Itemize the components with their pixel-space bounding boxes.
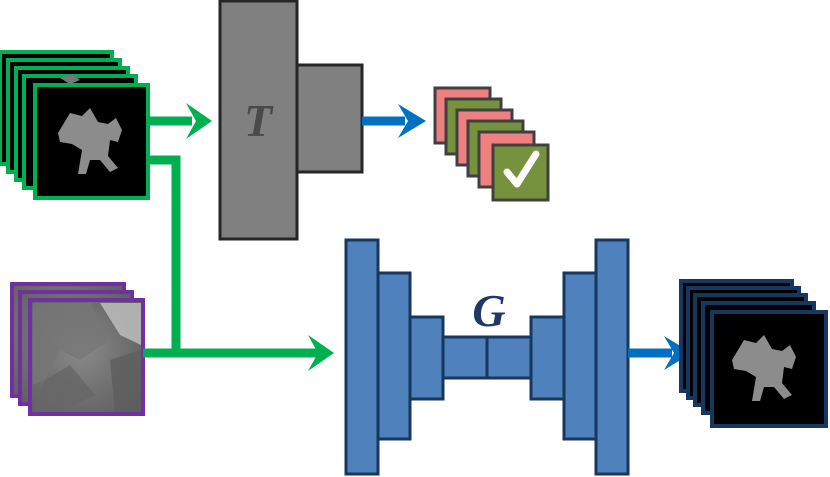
real-depth-stack [10,282,145,416]
arrow-to-cards-icon [398,104,426,138]
synthetic-depth-stack [0,50,150,200]
output-depth-stack [679,279,828,428]
checkmark-icon [503,150,540,188]
object-silhouette [58,108,122,174]
synthetic-depth-image [33,83,150,200]
generator-label: G [472,285,505,336]
task-network-label: T [244,95,274,146]
arrow-to-output-icon [664,336,692,370]
blue-arrow-to-cards [362,104,426,138]
generator-network [344,238,630,476]
green-arrowheads [186,103,334,371]
prediction-cards [433,86,550,202]
output-object-silhouette [732,335,796,401]
arrow-to-t-icon [186,103,212,139]
arrow-to-g-icon [308,335,334,371]
task-network: T [218,0,364,241]
green-connectors [143,116,318,358]
blue-arrow-to-output [628,336,692,370]
